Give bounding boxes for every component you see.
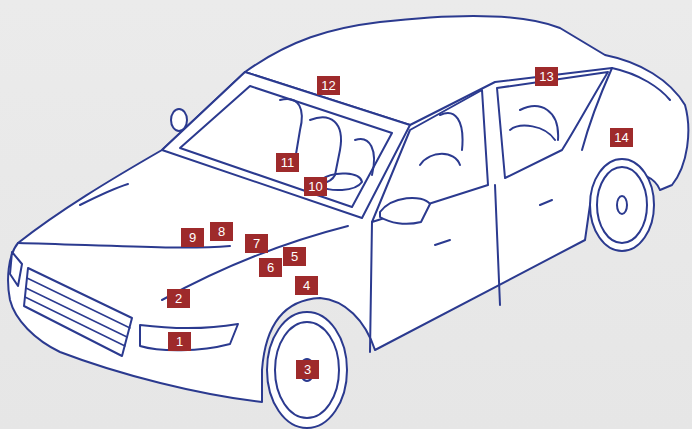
rear-rim [597,167,647,243]
car-body [8,16,688,402]
callout-number: 3 [296,360,319,379]
rear-side-window [497,72,608,178]
headlight [10,252,22,286]
callout-number: 8 [210,222,233,241]
seat [420,106,558,165]
grille [24,268,132,356]
door-line [370,185,500,352]
callout-number: 7 [245,234,268,253]
callout-number: 12 [317,76,340,95]
side-mirror [380,198,430,224]
rear-hub [617,196,627,214]
callout-number: 11 [276,153,299,172]
callout-number: 13 [535,67,558,86]
callout-number: 14 [610,128,633,147]
callout-number: 10 [304,177,327,196]
door-handle [435,200,552,245]
callout-number: 6 [259,258,282,277]
headlight [140,324,238,350]
front-tire [267,312,347,428]
windshield-glass [180,86,392,207]
callout-number: 5 [283,247,306,266]
callout-number: 1 [168,332,191,351]
callout-number: 4 [295,276,318,295]
rear-tire [590,159,654,251]
grille-bars [25,278,130,346]
callout-number: 9 [181,228,204,247]
callout-number: 2 [167,289,190,308]
hood-crease [80,184,128,205]
front-rim [275,322,339,418]
windshield [162,72,410,218]
side-mirror [171,109,187,131]
